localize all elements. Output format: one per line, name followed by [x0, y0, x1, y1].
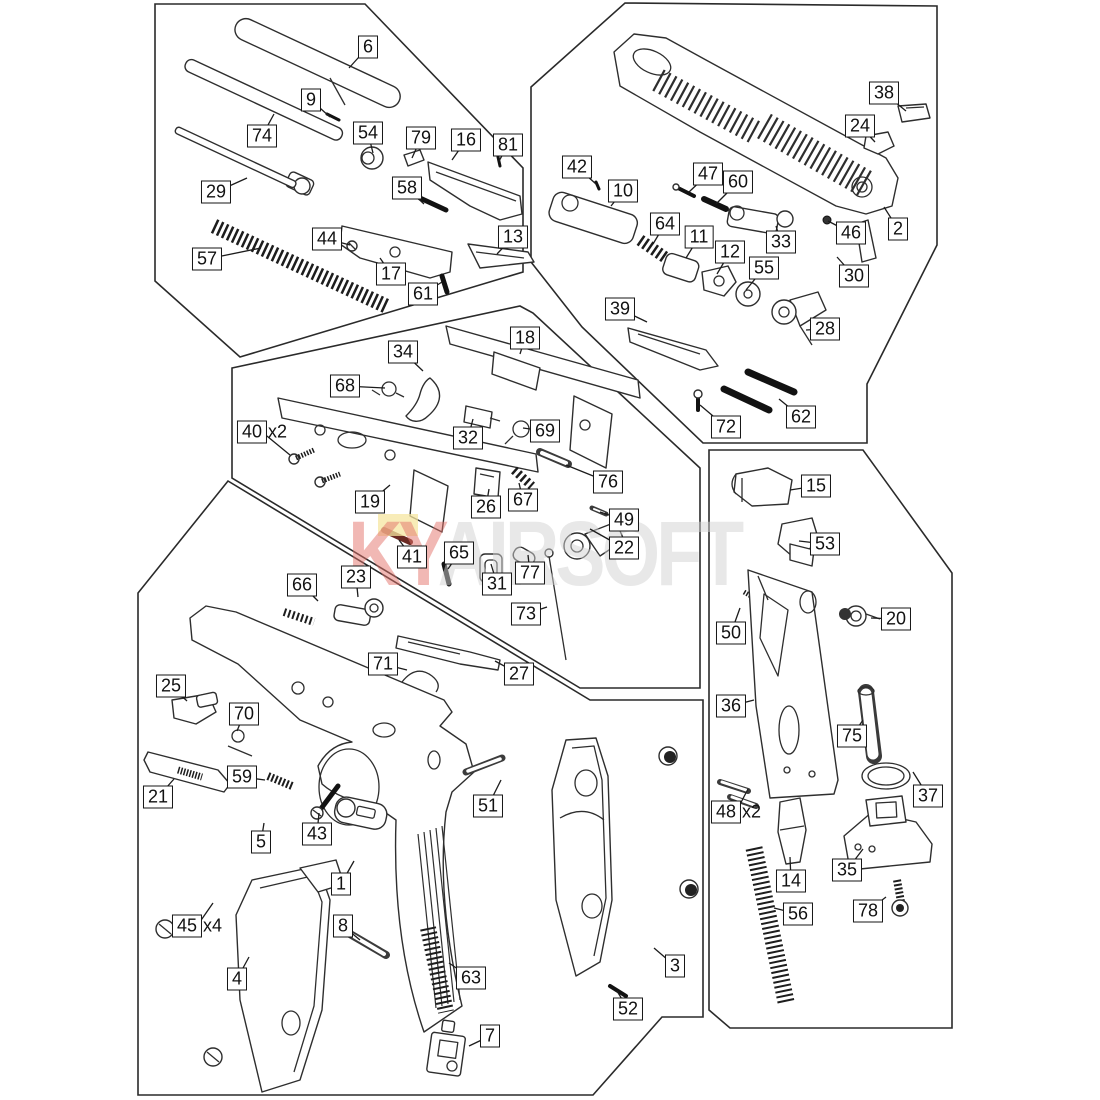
- leader-line-29: [215, 177, 248, 193]
- leader-line-22: [589, 528, 625, 549]
- leader-line-48: [735, 788, 749, 813]
- leader-line-56: [773, 907, 799, 915]
- barrel-group-parts: [174, 17, 535, 313]
- leader-line-30: [836, 256, 855, 277]
- leader-line-77: [527, 554, 531, 574]
- leader-line-24: [859, 125, 876, 143]
- section-outline-barrel-group: [154, 3, 524, 358]
- leader-line-31: [490, 563, 498, 585]
- leader-line-62: [778, 398, 802, 418]
- leader-line-36: [730, 699, 755, 707]
- leader-line-44: [326, 238, 351, 246]
- leader-line-40: [261, 431, 291, 456]
- leader-line-43: [316, 812, 320, 835]
- leader-line-64: [652, 223, 666, 245]
- leader-line-39: [619, 308, 648, 323]
- leader-line-32: [467, 418, 474, 439]
- leader-line-10: [610, 190, 624, 207]
- leader-line-37: [912, 771, 929, 797]
- leader-line-12: [716, 251, 731, 275]
- leader-line-15: [789, 485, 817, 491]
- leader-line-73: [525, 606, 548, 615]
- leader-line-42: [576, 166, 597, 185]
- leader-line-51: [487, 779, 502, 807]
- section-outline-slide-group: [530, 2, 938, 444]
- leader-line-65: [447, 552, 460, 570]
- leader-line-1: [340, 860, 355, 885]
- leader-line-71: [382, 663, 408, 671]
- leader-line-33: [775, 225, 782, 243]
- leader-line-60: [715, 181, 739, 205]
- leader-line-26: [485, 488, 490, 508]
- leader-line-54: [367, 132, 374, 154]
- leader-line-20: [870, 617, 897, 620]
- leader-line-58: [406, 187, 425, 205]
- leader-line-76: [565, 464, 609, 483]
- section-outline-frame-group: [137, 479, 704, 1096]
- leader-line-11: [685, 236, 700, 259]
- section-outlines: [137, 2, 953, 1096]
- leader-line-67: [518, 482, 524, 501]
- leader-line-74: [261, 113, 275, 137]
- leader-line-72: [699, 404, 727, 428]
- leader-line-53: [798, 540, 826, 545]
- leader-line-5: [260, 822, 265, 843]
- leader-line-45: [196, 902, 214, 927]
- leader-line-70: [236, 713, 245, 732]
- leader-line-19: [369, 484, 391, 503]
- leader-line-61: [422, 281, 443, 295]
- leader-line-81: [498, 144, 509, 162]
- leader-line-23: [355, 576, 359, 598]
- frame-group-parts: [143, 598, 699, 1093]
- leader-line-49: [599, 511, 625, 521]
- leader-line-8: [342, 925, 361, 941]
- leader-line-25: [170, 685, 188, 702]
- leader-line-78: [867, 896, 887, 912]
- leader-line-16: [451, 139, 467, 161]
- leader-line-79: [411, 137, 422, 159]
- leader-line-34: [402, 351, 424, 372]
- leader-line-17: [379, 257, 392, 275]
- leader-line-38: [883, 92, 907, 112]
- leader-line-57: [206, 247, 262, 260]
- leader-line-52: [616, 990, 629, 1010]
- leader-line-41: [398, 539, 413, 558]
- section-outline-chassis-group: [231, 305, 701, 689]
- leader-line-21: [157, 778, 175, 798]
- magazine-group-parts: [717, 467, 933, 1004]
- leader-line-66: [301, 584, 319, 602]
- leader-line-50: [730, 607, 741, 634]
- leader-line-68: [344, 385, 386, 389]
- chassis-group-parts: [277, 325, 641, 671]
- leader-line-7: [468, 1035, 491, 1047]
- leader-line-13: [496, 236, 514, 255]
- leader-line-35: [846, 848, 864, 871]
- leader-line-6: [348, 46, 369, 69]
- section-outline-magazine-group: [708, 449, 953, 1029]
- leader-line-18: [519, 337, 526, 355]
- leader-line-28: [805, 328, 826, 331]
- leader-line-14: [789, 856, 792, 882]
- leader-line-63: [448, 962, 472, 979]
- leader-line-3: [653, 947, 676, 967]
- leader-line-47: [688, 173, 709, 193]
- leader-line-4: [236, 956, 250, 980]
- leader-line-59: [241, 776, 266, 781]
- leader-line-46: [827, 220, 852, 234]
- leader-line-55: [745, 267, 765, 291]
- leader-line-75: [851, 719, 864, 737]
- leader-line-9: [310, 99, 331, 118]
- leader-line-69: [522, 427, 546, 432]
- leader-lines: [157, 46, 929, 1047]
- leader-line-2: [883, 206, 899, 230]
- leader-line-27: [494, 660, 520, 675]
